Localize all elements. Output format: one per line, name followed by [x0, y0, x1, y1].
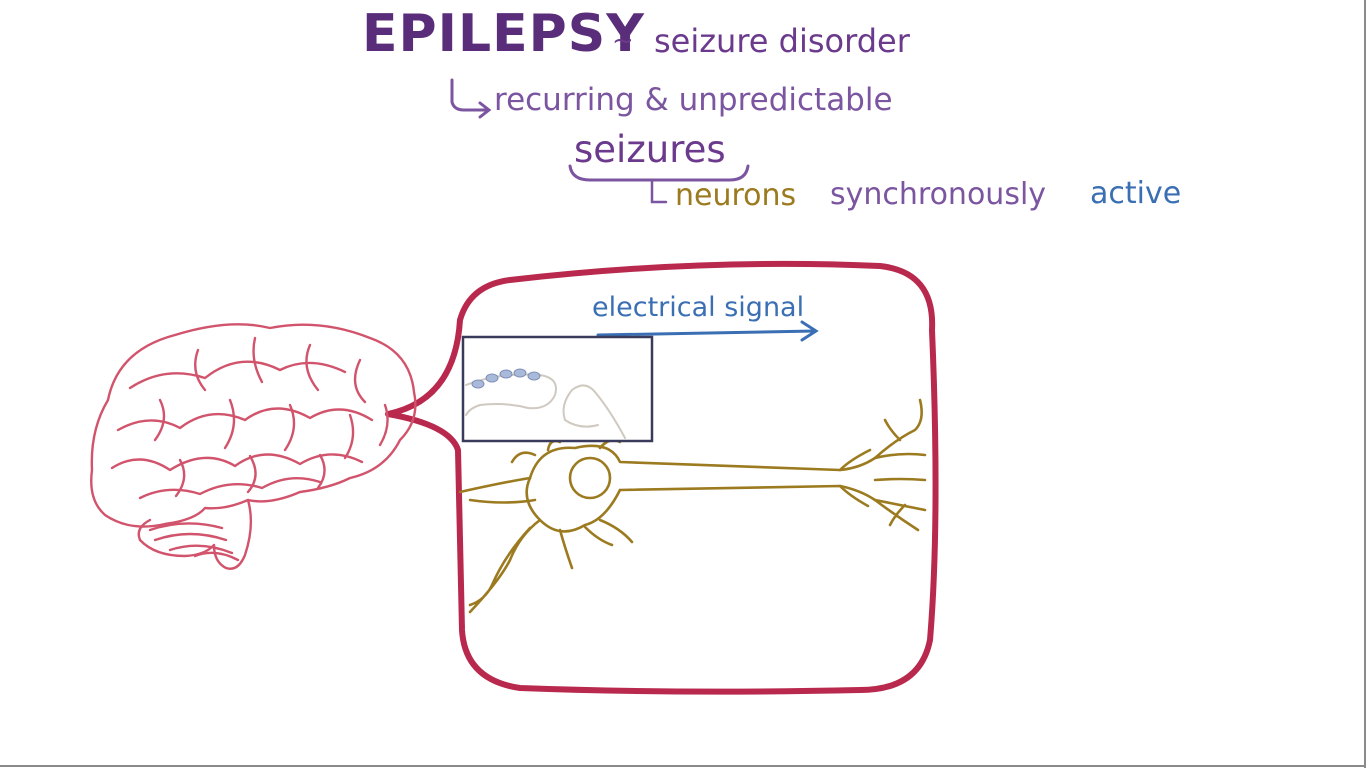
electrical-signal-label: electrical signal [592, 292, 805, 323]
hook-arrow-icon [450, 78, 492, 119]
definition-text: seizure disorder [654, 22, 910, 60]
neuron-illustration [458, 398, 927, 614]
tilde-mark: ~ [612, 26, 634, 56]
neurons-word: neurons [675, 178, 797, 213]
subline-text: recurring & unpredictable [494, 82, 893, 118]
inset-zoom-box [461, 335, 654, 443]
seizures-underline [568, 164, 750, 182]
signal-arrow-icon [596, 320, 819, 342]
zoom-frame [385, 260, 939, 695]
inset-neuron-detail [465, 373, 626, 439]
right-edge-line [1364, 0, 1366, 768]
neurons-hook [650, 180, 668, 204]
active-word: active [1090, 176, 1182, 211]
bottom-edge-line [0, 765, 1366, 767]
title-epilepsy: EPILEPSY [362, 4, 645, 64]
myelin-sheath-beads [471, 368, 541, 389]
seizures-word: seizures [574, 128, 726, 171]
brain-illustration [90, 323, 417, 570]
synchronously-word: synchronously [830, 177, 1047, 212]
